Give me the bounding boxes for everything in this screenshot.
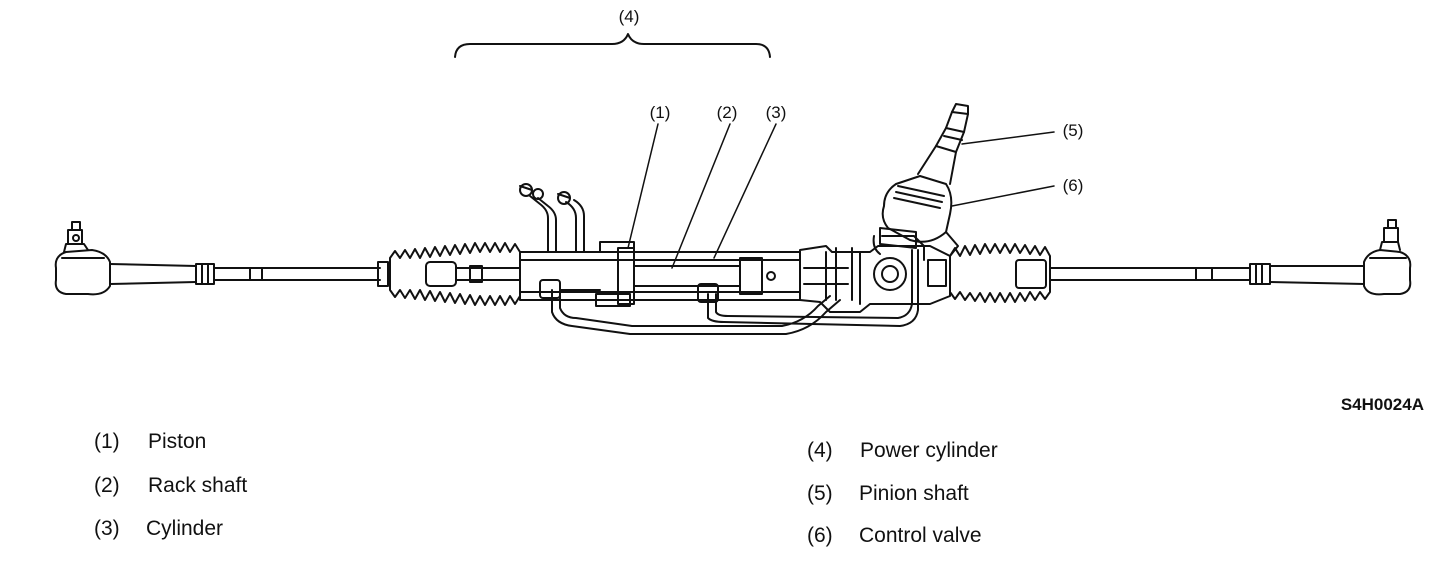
legend-number: (6) <box>807 524 833 547</box>
callout-2: (2) <box>717 103 738 122</box>
legend-number: (3) <box>94 517 120 540</box>
callout-6: (6) <box>1063 176 1084 195</box>
legend-label: Power cylinder <box>860 439 998 462</box>
legend-number: (2) <box>94 474 120 497</box>
legend-label: Piston <box>148 430 207 453</box>
fluid-pipes-lower <box>539 249 919 335</box>
legend-label: Cylinder <box>146 517 224 540</box>
valve-housing <box>799 245 951 313</box>
right-boot <box>949 243 1051 303</box>
legend-number: (4) <box>807 439 833 462</box>
leader-2 <box>671 123 731 269</box>
callout-5: (5) <box>1063 121 1084 140</box>
legend-label: Rack shaft <box>148 474 248 497</box>
legend-label: Control valve <box>859 524 982 547</box>
pinion-shaft <box>917 103 969 185</box>
leader-1 <box>627 123 659 249</box>
left-tie-rod <box>195 261 389 287</box>
callout-1: (1) <box>650 103 671 122</box>
control-valve <box>872 175 959 261</box>
left-tie-rod-end <box>54 221 197 296</box>
figure-code: S4H0024A <box>1341 395 1424 414</box>
callout-3: (3) <box>766 103 787 122</box>
legend-number: (1) <box>94 430 120 453</box>
callout-4: (4) <box>619 7 640 26</box>
leader-5 <box>961 131 1055 145</box>
right-tie-rod <box>1015 259 1271 289</box>
power-cylinder-bracket <box>454 33 771 58</box>
legend-label: Pinion shaft <box>859 482 969 505</box>
leader-3 <box>713 123 777 259</box>
right-tie-rod-end <box>1269 219 1412 296</box>
piston <box>617 247 635 305</box>
fluid-pipes-upper <box>519 183 585 253</box>
legend-number: (5) <box>807 482 833 505</box>
leader-6 <box>951 185 1055 207</box>
